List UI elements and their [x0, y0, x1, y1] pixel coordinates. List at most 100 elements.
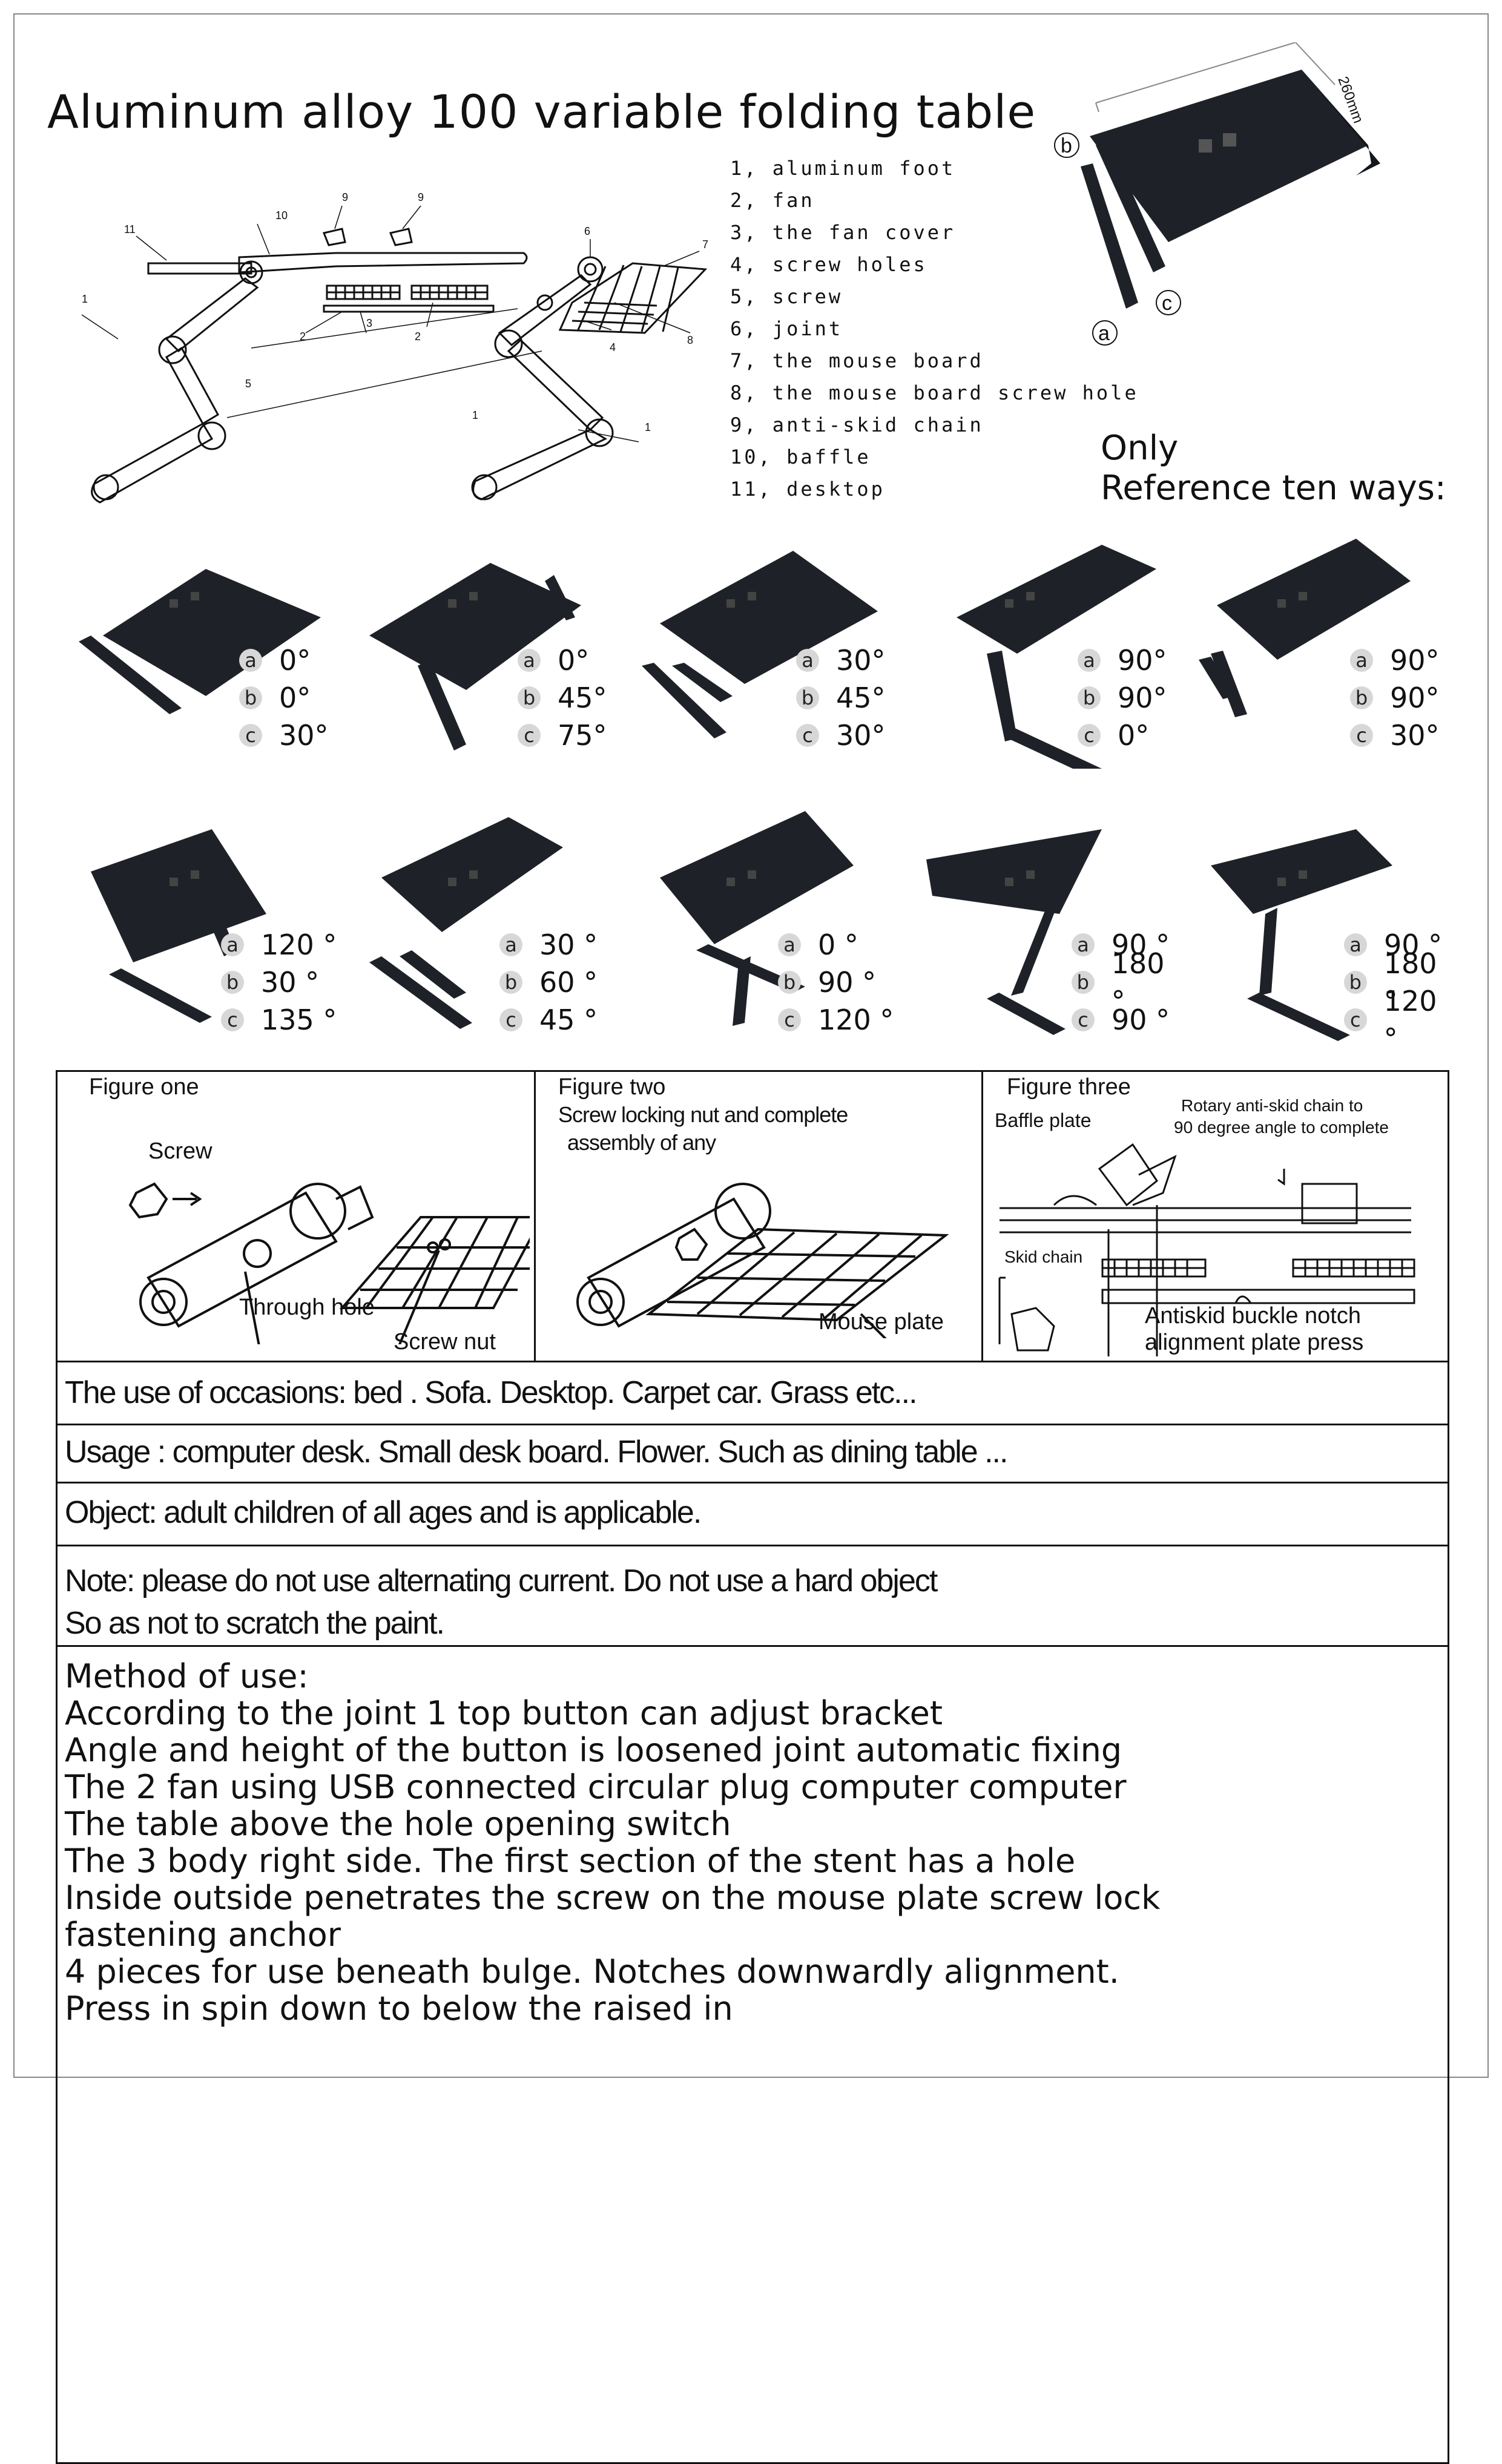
notch-label-2: alignment plate press	[1145, 1330, 1364, 1355]
svg-text:11: 11	[124, 223, 136, 235]
angle-key-badge: b	[1072, 971, 1095, 994]
parts-item: 11, desktop	[730, 478, 885, 501]
angle-value: 60 °	[539, 966, 598, 999]
angle-value: 0 °	[818, 928, 858, 961]
angle-key-badge: a	[239, 649, 262, 672]
angle-c: c 120 °	[778, 1001, 894, 1039]
svg-text:9: 9	[418, 191, 424, 203]
parts-list: 1, aluminum foot 2, fan 3, the fan cover…	[730, 153, 1139, 505]
figure-two-caption-1: Screw locking nut and complete	[558, 1102, 848, 1127]
method-line: The table above the hole opening switch	[65, 1805, 731, 1843]
svg-text:1: 1	[82, 293, 88, 305]
method-line: The 2 fan using USB connected circular p…	[65, 1768, 1127, 1806]
method-line: Angle and height of the button is loosen…	[65, 1731, 1122, 1769]
object-text: Object: adult children of all ages and i…	[65, 1495, 702, 1530]
svg-text:b: b	[1061, 134, 1072, 157]
configuration-photo	[1199, 539, 1411, 717]
parts-item: 2, fan	[730, 189, 815, 212]
info-note: Note: please do not use alternating curr…	[58, 1545, 1448, 1645]
angle-b: b 90°	[1078, 679, 1167, 717]
figure-two: Figure two Screw locking nut and complet…	[534, 1072, 983, 1362]
page-border	[13, 13, 1489, 2078]
instruction-table: Figure one Screw Through hole Screw nut …	[56, 1070, 1449, 2464]
note-line-2: So as not to scratch the paint.	[65, 1606, 445, 1641]
info-usage: Usage : computer desk. Small desk board.…	[58, 1424, 1448, 1482]
svg-text:2: 2	[415, 330, 421, 343]
angle-value: 45°	[558, 682, 607, 714]
angle-key-badge: c	[796, 724, 819, 747]
angle-value: 90°	[1118, 682, 1167, 714]
info-occasions: The use of occasions: bed . Sofa. Deskto…	[58, 1361, 1448, 1424]
figure-one-drawing	[128, 1182, 530, 1344]
angle-key-badge: b	[1350, 686, 1373, 709]
reference-line1: Only	[1101, 429, 1179, 468]
angle-value: 0°	[1118, 719, 1150, 752]
angle-value: 0°	[279, 682, 311, 714]
angle-key-badge: c	[1350, 724, 1373, 747]
angle-value: 45°	[836, 682, 886, 714]
angle-value: 0°	[558, 644, 590, 677]
page-title: Aluminum alloy 100 variable folding tabl…	[47, 85, 1036, 139]
angle-value: 120 °	[1383, 985, 1437, 1055]
parts-item: 9, anti-skid chain	[730, 413, 984, 436]
method-line: Inside outside penetrates the screw on t…	[65, 1879, 1161, 1917]
figure-two-title: Figure two	[558, 1074, 666, 1100]
angle-value: 90 °	[1384, 928, 1443, 961]
svg-text:3: 3	[366, 317, 372, 329]
note-line-1: Note: please do not use alternating curr…	[65, 1563, 938, 1598]
svg-text:9: 9	[342, 191, 348, 203]
screw-label: Screw	[148, 1138, 212, 1164]
angle-key-badge: b	[221, 971, 244, 994]
skid-chain-label: Skid chain	[1004, 1247, 1083, 1266]
parts-item: 10, baffle	[730, 445, 871, 468]
parts-item: 8, the mouse board screw hole	[730, 381, 1139, 404]
angle-key-badge: b	[1078, 686, 1101, 709]
angle-key-badge: c	[778, 1008, 801, 1031]
angle-key-badge: b	[796, 686, 819, 709]
angle-value: 30°	[279, 719, 329, 752]
svg-text:c: c	[1162, 292, 1172, 315]
angle-value: 120 °	[818, 1004, 894, 1036]
configuration-photo	[79, 569, 321, 714]
angle-key-badge: c	[221, 1008, 244, 1031]
figure-one: Figure one Screw Through hole Screw nut	[58, 1072, 536, 1362]
figure-three-drawing	[998, 1143, 1415, 1356]
configuration-photo	[1211, 829, 1392, 1041]
svg-text:6: 6	[584, 225, 590, 237]
parts-item: 6, joint	[730, 317, 843, 340]
angle-value: 90°	[1390, 644, 1440, 677]
angle-key-badge: b	[1344, 971, 1367, 994]
svg-text:a: a	[1098, 322, 1110, 345]
product-photo: b c a 260mm	[1054, 42, 1380, 346]
angle-value: 90 °	[818, 966, 877, 999]
angle-b: b 45°	[796, 679, 886, 717]
svg-text:2: 2	[300, 330, 306, 343]
